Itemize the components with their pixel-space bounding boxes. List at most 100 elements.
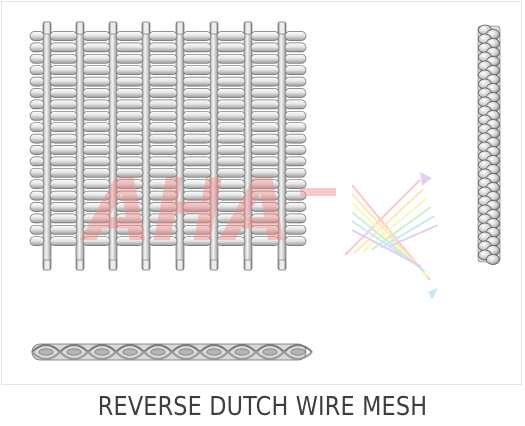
weft-wire: [148, 167, 178, 178]
weft-wire: [250, 65, 280, 76]
weft-wire: [284, 167, 307, 178]
weft-wire: [284, 53, 307, 64]
section-knot: [38, 348, 54, 356]
weft-wire: [250, 53, 280, 64]
arrow-line: [351, 229, 422, 268]
weft-wire: [49, 190, 78, 201]
arrow-head: [428, 288, 438, 300]
weft-wire: [115, 42, 144, 53]
arrow-line: [389, 224, 439, 247]
weft-wire: [49, 167, 78, 178]
weft-wire: [284, 213, 307, 224]
weft-wire: [250, 99, 280, 110]
weft-wire: [284, 31, 307, 41]
weft-wire: [49, 133, 78, 144]
weft-wire: [148, 88, 178, 98]
weft-wire: [29, 224, 45, 235]
weft-wire: [82, 179, 111, 190]
weft-wire: [284, 236, 307, 247]
weft-wire: [82, 76, 111, 87]
weft-wire: [49, 53, 78, 64]
weft-wire: [29, 133, 45, 144]
section-knot: [122, 348, 138, 356]
weft-wire: [216, 133, 246, 144]
weft-wire: [284, 88, 307, 98]
weft-wire: [115, 202, 144, 212]
warp-end: [76, 21, 84, 35]
weft-wire: [182, 76, 212, 87]
warp-end: [176, 21, 184, 35]
warp-end: [76, 259, 84, 271]
weft-wire: [284, 133, 307, 144]
section-knot: [94, 348, 110, 356]
weft-wire: [29, 31, 45, 41]
weft-wire: [250, 213, 280, 224]
weft-wire: [216, 65, 246, 76]
weft-wire: [216, 42, 246, 53]
weft-wire: [82, 202, 111, 212]
weft-wire: [82, 224, 111, 235]
weft-wire: [49, 213, 78, 224]
weft-wire: [182, 145, 212, 155]
weft-wire: [82, 122, 111, 133]
section-strand: [31, 350, 313, 360]
weft-wire: [182, 31, 212, 41]
weft-wire: [148, 53, 178, 64]
section-knot: [234, 348, 250, 356]
weft-wire: [284, 224, 307, 235]
weft-wire: [115, 179, 144, 190]
weft-wire: [115, 65, 144, 76]
weft-wire: [216, 179, 246, 190]
weft-wire: [82, 99, 111, 110]
weft-wire: [115, 76, 144, 87]
weft-wire: [216, 202, 246, 212]
weft-wire: [82, 213, 111, 224]
weft-wire: [29, 88, 45, 98]
weft-wire: [182, 42, 212, 53]
weft-wire: [250, 167, 280, 178]
weft-wire: [82, 110, 111, 121]
weft-wire: [82, 156, 111, 167]
warp-end: [142, 21, 150, 35]
weft-wire: [182, 99, 212, 110]
weft-wire: [29, 145, 45, 155]
section-knot: [178, 348, 194, 356]
weft-wire: [182, 53, 212, 64]
weft-wire: [29, 179, 45, 190]
weft-wire: [284, 179, 307, 190]
weft-wire: [216, 213, 246, 224]
weft-wire: [284, 42, 307, 53]
weft-wire: [216, 31, 246, 41]
section-knot: [206, 348, 222, 356]
section-knot: [66, 348, 82, 356]
weft-wire: [250, 156, 280, 167]
weft-wire: [115, 167, 144, 178]
weft-wire: [49, 145, 78, 155]
weft-wire: [115, 88, 144, 98]
weft-wire: [216, 110, 246, 121]
weft-wire: [284, 145, 307, 155]
weft-wire: [82, 31, 111, 41]
arrow-line: [371, 206, 432, 251]
weft-wire: [216, 190, 246, 201]
weft-wire: [49, 236, 78, 247]
weft-wire: [49, 99, 78, 110]
weft-wire: [250, 179, 280, 190]
weft-wire: [29, 167, 45, 178]
weft-wire: [148, 236, 178, 247]
weft-wire: [216, 53, 246, 64]
weft-wire: [115, 224, 144, 235]
weft-wire: [148, 202, 178, 212]
weft-wire: [29, 65, 45, 76]
weft-wire: [82, 65, 111, 76]
warp-end: [109, 21, 117, 35]
weft-wire: [49, 224, 78, 235]
weft-wire: [82, 190, 111, 201]
weft-wire: [148, 65, 178, 76]
weft-wire: [29, 42, 45, 53]
weft-wire: [216, 99, 246, 110]
weft-wire: [284, 156, 307, 167]
weft-wire: [250, 145, 280, 155]
weft-wire: [250, 42, 280, 53]
weft-wire: [284, 122, 307, 133]
